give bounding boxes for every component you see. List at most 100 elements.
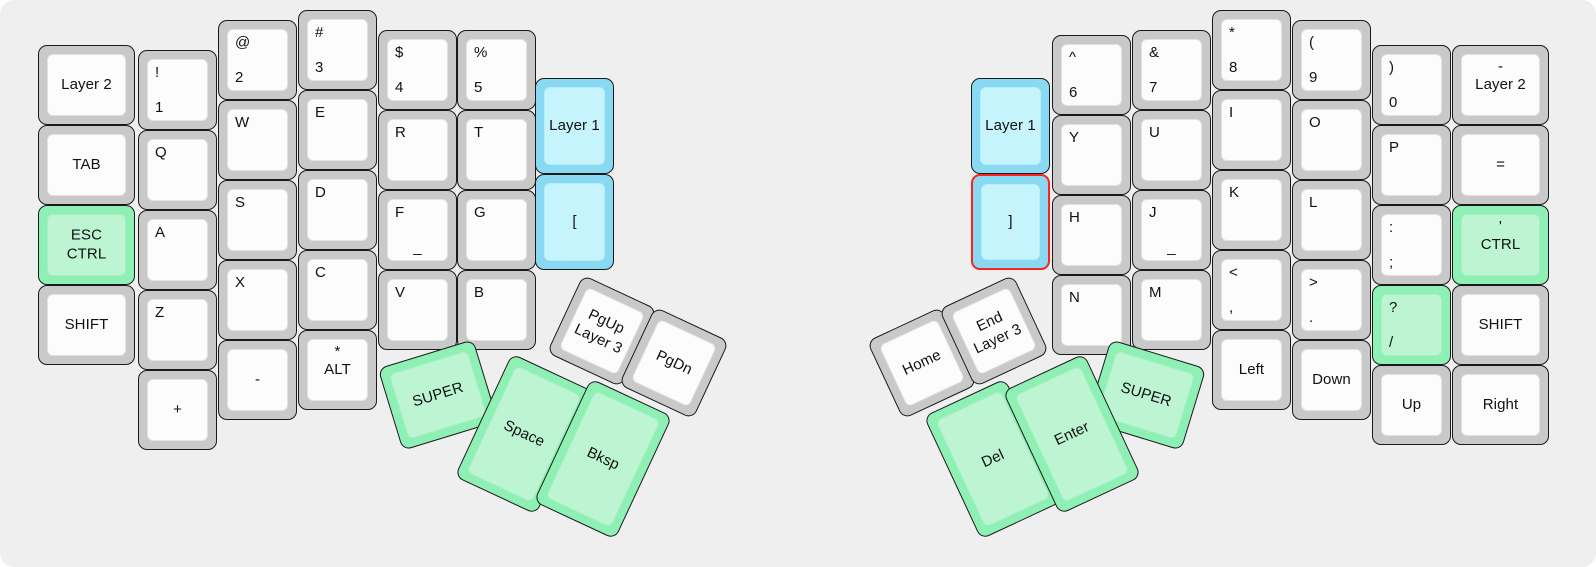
- key-s[interactable]: S: [218, 180, 297, 260]
- key-key[interactable]: :;: [1372, 205, 1451, 285]
- key-legend-center: [: [572, 213, 577, 231]
- key-key[interactable]: #3: [298, 10, 377, 90]
- key-legend-top-center: *: [334, 343, 341, 360]
- key-legend-top-left: P: [1389, 139, 1400, 156]
- key-j[interactable]: J_: [1132, 190, 1211, 270]
- key-g[interactable]: G: [457, 190, 536, 270]
- key-key[interactable]: =: [1452, 125, 1549, 205]
- key-z[interactable]: Z: [138, 290, 217, 370]
- key-q[interactable]: Q: [138, 130, 217, 210]
- key-legend-top-left: $: [395, 44, 404, 61]
- key-k[interactable]: K: [1212, 170, 1291, 250]
- key-w[interactable]: W: [218, 100, 297, 180]
- key-ctrl[interactable]: 'CTRL: [1452, 205, 1549, 285]
- key-o[interactable]: O: [1292, 100, 1371, 180]
- key-legend-center: =: [1496, 156, 1505, 174]
- key-down[interactable]: Down: [1292, 340, 1371, 420]
- key-legend-bottom-left: 8: [1229, 59, 1238, 77]
- key-key[interactable]: ]: [971, 174, 1050, 270]
- key-legend-center: +: [173, 401, 182, 419]
- key-legend-center: End Layer 3: [971, 308, 1025, 358]
- key-key[interactable]: )0: [1372, 45, 1451, 125]
- key-legend-top-left: A: [155, 224, 166, 241]
- key-up[interactable]: Up: [1372, 365, 1451, 445]
- key-legend-bottom-left: 6: [1069, 84, 1078, 102]
- key-left[interactable]: Left: [1212, 330, 1291, 410]
- keycap: E: [307, 99, 368, 161]
- key-legend-center: TAB: [72, 156, 101, 174]
- key-c[interactable]: C: [298, 250, 377, 330]
- key-key[interactable]: !1: [138, 50, 217, 130]
- key-legend-center: ALT: [324, 361, 351, 379]
- key-key[interactable]: +: [138, 370, 217, 450]
- key-shift[interactable]: SHIFT: [38, 285, 135, 365]
- key-key[interactable]: @2: [218, 20, 297, 100]
- key-f[interactable]: F_: [378, 190, 457, 270]
- key-shift[interactable]: SHIFT: [1452, 285, 1549, 365]
- key-p[interactable]: P: [1372, 125, 1451, 205]
- key-legend-top-left: W: [235, 114, 250, 131]
- key-key[interactable]: ^6: [1052, 35, 1131, 115]
- key-right[interactable]: Right: [1452, 365, 1549, 445]
- key-legend-top-left: T: [474, 124, 484, 141]
- keycap: Q: [147, 139, 208, 201]
- keycap: !1: [147, 59, 208, 121]
- keycap: W: [227, 109, 288, 171]
- key-d[interactable]: D: [298, 170, 377, 250]
- keycap: K: [1221, 179, 1282, 241]
- key-legend-top-left: F: [395, 204, 405, 221]
- key-layer-1[interactable]: Layer 1: [535, 78, 614, 174]
- key-tab[interactable]: TAB: [38, 125, 135, 205]
- key-e[interactable]: E: [298, 90, 377, 170]
- key-h[interactable]: H: [1052, 195, 1131, 275]
- key-i[interactable]: I: [1212, 90, 1291, 170]
- key-legend-top-center: -: [1497, 58, 1504, 75]
- key-m[interactable]: M: [1132, 270, 1211, 350]
- key-alt[interactable]: *ALT: [298, 330, 377, 410]
- keycap: Z: [147, 299, 208, 361]
- key-t[interactable]: T: [457, 110, 536, 190]
- key-x[interactable]: X: [218, 260, 297, 340]
- key-legend-bottom-left: 7: [1149, 79, 1158, 97]
- key-legend-top-left: R: [395, 124, 406, 141]
- key-y[interactable]: Y: [1052, 115, 1131, 195]
- key-key[interactable]: $4: [378, 30, 457, 110]
- key-legend-center: Bksp: [584, 443, 623, 474]
- key-layer-2[interactable]: -Layer 2: [1452, 45, 1549, 125]
- keycap: =: [1461, 134, 1540, 196]
- key-l[interactable]: L: [1292, 180, 1371, 260]
- key-legend-top-left: G: [474, 204, 486, 221]
- keycap: *ALT: [307, 339, 368, 401]
- key-layer-1[interactable]: Layer 1: [971, 78, 1050, 174]
- key-legend-bottom-left: .: [1309, 309, 1314, 327]
- keycap: *8: [1221, 19, 1282, 81]
- key-b[interactable]: B: [457, 270, 536, 350]
- keycap: ESC CTRL: [47, 214, 126, 276]
- key-legend-top-left: N: [1069, 289, 1080, 306]
- key-key[interactable]: -: [218, 340, 297, 420]
- key-key[interactable]: &7: [1132, 30, 1211, 110]
- key-legend-bottom-left: 0: [1389, 94, 1398, 112]
- keycap: +: [147, 379, 208, 441]
- key-a[interactable]: A: [138, 210, 217, 290]
- key-legend-center: Left: [1238, 361, 1265, 379]
- key-key[interactable]: %5: [457, 30, 536, 110]
- key-u[interactable]: U: [1132, 110, 1211, 190]
- key-r[interactable]: R: [378, 110, 457, 190]
- key-legend-bottom-center: _: [413, 239, 422, 257]
- key-key[interactable]: >.: [1292, 260, 1371, 340]
- key-key[interactable]: ?/: [1372, 285, 1451, 365]
- key-key[interactable]: (9: [1292, 20, 1371, 100]
- key-key[interactable]: *8: [1212, 10, 1291, 90]
- key-legend-top-left: <: [1229, 264, 1238, 281]
- key-key[interactable]: <,: [1212, 250, 1291, 330]
- key-legend-top-left: L: [1309, 194, 1318, 211]
- key-key[interactable]: [: [535, 174, 614, 270]
- key-n[interactable]: N: [1052, 275, 1131, 355]
- key-v[interactable]: V: [378, 270, 457, 350]
- key-legend-center: Up: [1401, 396, 1422, 414]
- key-esc-ctrl[interactable]: ESC CTRL: [38, 205, 135, 285]
- key-legend-top-left: H: [1069, 209, 1080, 226]
- key-layer-2[interactable]: Layer 2: [38, 45, 135, 125]
